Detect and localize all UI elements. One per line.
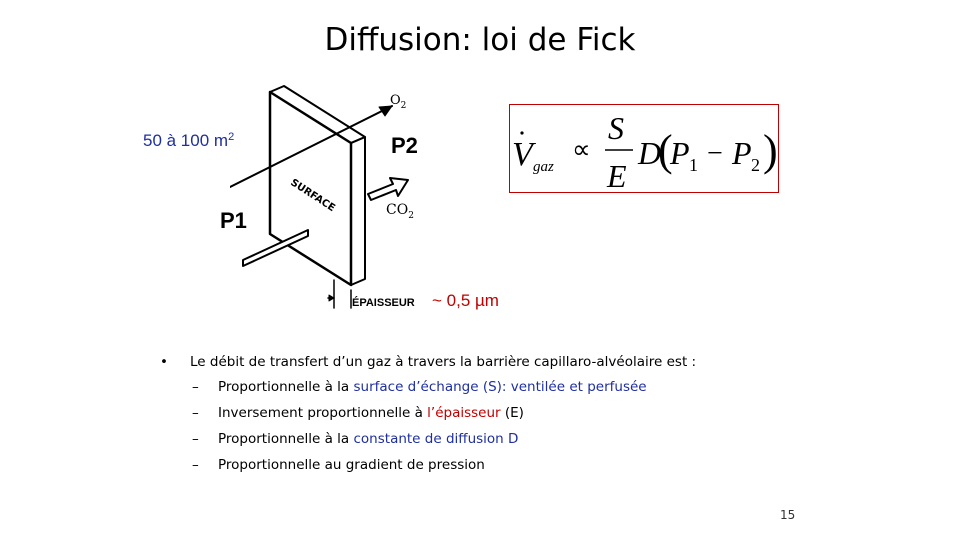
- sub-bullet-thickness: – Inversement proportionnelle à l’épaiss…: [160, 400, 860, 426]
- bullet-list: • Le débit de transfert d’un gaz à trave…: [160, 350, 860, 478]
- o2-arrowhead: [378, 105, 393, 117]
- slide-number: 15: [780, 508, 796, 522]
- bullet-dot: •: [160, 354, 168, 370]
- membrane-side-face: [350, 136, 366, 286]
- formula-v-subscript: gaz: [533, 159, 554, 175]
- sub-bullet-text: Proportionnelle à la: [218, 379, 354, 395]
- formula-minus: −: [707, 138, 723, 169]
- formula-p1: P: [669, 135, 690, 171]
- formula-d: D: [637, 135, 661, 171]
- formula-numerator: S: [608, 110, 624, 146]
- surface-area-exponent: 2: [228, 131, 235, 143]
- p1-bar: [242, 229, 309, 267]
- formula-p2-subscript: 2: [751, 155, 760, 175]
- fick-formula: V gaz ∝ S E D ( P 1 − P 2 ): [512, 110, 778, 194]
- co2-text: CO: [386, 202, 408, 218]
- surface-area-value: 50 à 100 m: [143, 131, 229, 150]
- formula-open-paren: (: [658, 126, 673, 175]
- thickness-arrowhead: [328, 294, 335, 302]
- sub-bullet-highlight: l’épaisseur: [427, 405, 501, 421]
- co2-arrow: [367, 177, 409, 201]
- sub-bullet-highlight: constante de diffusion D: [353, 431, 519, 447]
- co2-subscript: 2: [408, 211, 414, 221]
- slide-title: Diffusion: loi de Fick: [324, 22, 636, 58]
- sub-bullet-text-end: (E): [500, 405, 524, 421]
- o2-arrow: [230, 105, 393, 189]
- o2-subscript: 2: [401, 101, 407, 111]
- sub-bullet-surface: – Proportionnelle à la surface d’échange…: [160, 374, 860, 400]
- o2-text: O: [390, 93, 401, 108]
- sub-bullet-text: Proportionnelle au gradient de pression: [218, 457, 485, 473]
- p1-label: P1: [220, 208, 247, 233]
- formula-denominator: E: [606, 158, 627, 192]
- sub-bullet-text: Inversement proportionnelle à: [218, 405, 428, 421]
- sub-bullet-constant: – Proportionnelle à la constante de diff…: [160, 426, 860, 452]
- sub-bullet-gradient: – Proportionnelle au gradient de pressio…: [160, 452, 860, 478]
- epaisseur-label: ÉPAISSEUR: [352, 296, 415, 309]
- surface-area-label: 50 à 100 m2: [143, 131, 234, 151]
- sub-bullet-dash: –: [192, 379, 199, 395]
- sub-bullet-text: Proportionnelle à la: [218, 431, 354, 447]
- sub-bullet-highlight: surface d’échange (S): ventilée et perfu…: [353, 379, 647, 395]
- formula-close-paren: ): [763, 126, 778, 175]
- membrane-diagram: SURFACE O2 CO2 ÉPAISSEUR: [230, 85, 415, 309]
- o2-label: O2: [390, 93, 406, 111]
- p2-label: P2: [391, 133, 418, 158]
- v-dot: [520, 131, 524, 135]
- co2-label: CO2: [386, 202, 414, 221]
- formula-p1-subscript: 1: [689, 155, 698, 175]
- formula-proportional: ∝: [572, 135, 591, 164]
- formula-p2: P: [731, 135, 752, 171]
- sub-bullet-dash: –: [192, 431, 199, 447]
- sub-bullet-dash: –: [192, 405, 199, 421]
- sub-bullet-dash: –: [192, 457, 199, 473]
- bullet-main-item: • Le débit de transfert d’un gaz à trave…: [160, 350, 860, 374]
- bullet-main-text: Le débit de transfert d’un gaz à travers…: [190, 354, 697, 370]
- thickness-value: ~ 0,5 µm: [432, 291, 499, 310]
- fick-formula-box: V gaz ∝ S E D ( P 1 − P 2 ): [509, 104, 779, 194]
